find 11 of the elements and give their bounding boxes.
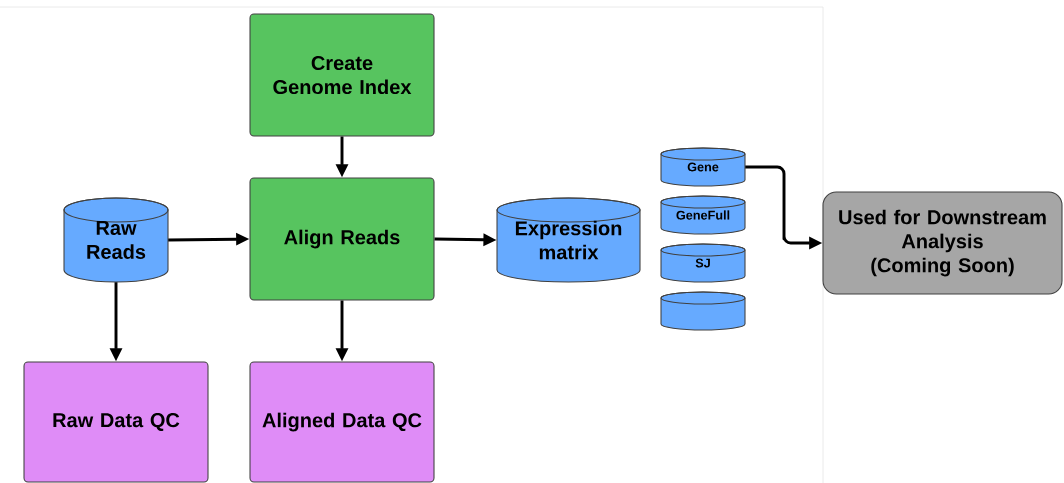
process-box: Create Genome Index bbox=[249, 13, 435, 137]
data-cylinder bbox=[660, 291, 746, 331]
data-cylinder: Expression matrix bbox=[496, 197, 641, 283]
data-cylinder: Gene bbox=[660, 147, 746, 187]
data-cylinder: GeneFull bbox=[660, 195, 746, 235]
process-box: Raw Data QC bbox=[23, 361, 209, 483]
data-cylinder: Raw Reads bbox=[63, 197, 169, 283]
process-box: Align Reads bbox=[249, 177, 435, 301]
process-box: Aligned Data QC bbox=[249, 361, 435, 483]
output-box: Used for Downstream Analysis (Coming Soon) bbox=[822, 191, 1063, 295]
data-cylinder: SJ bbox=[660, 243, 746, 283]
